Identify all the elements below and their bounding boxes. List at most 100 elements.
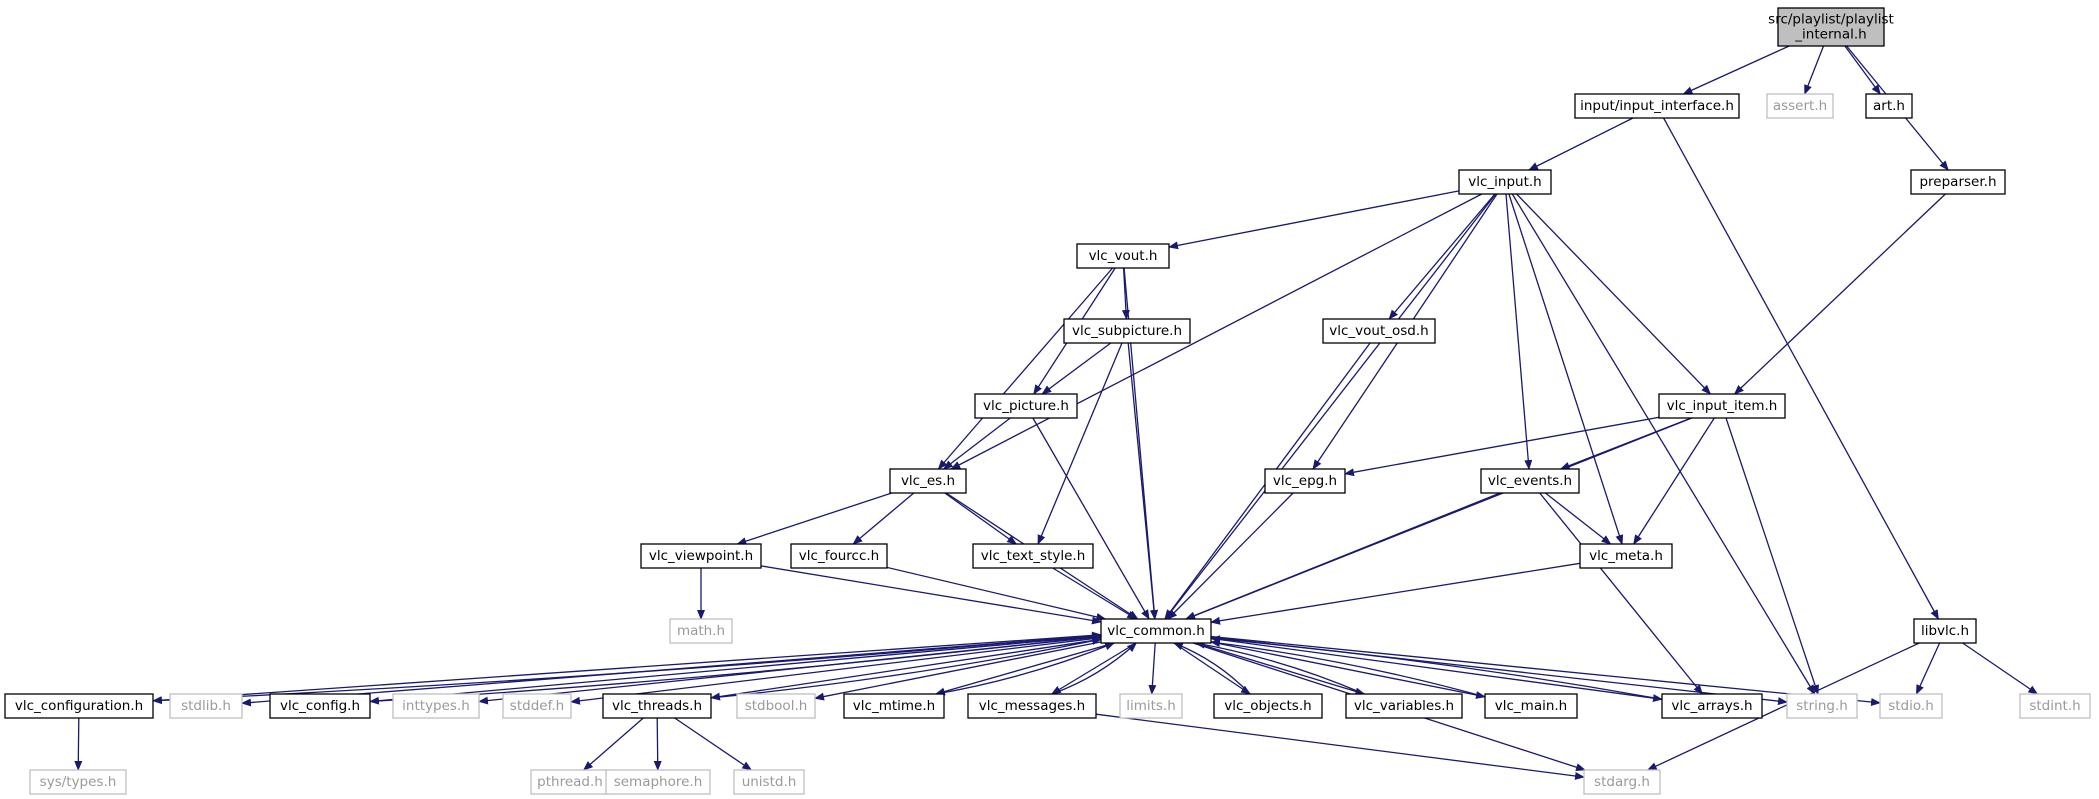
node-label: vlc_es.h bbox=[901, 473, 955, 489]
edge-input_interface-to-vlc_input bbox=[1528, 117, 1634, 171]
node-vlc-meta[interactable]: vlc_meta.h bbox=[1579, 543, 1673, 569]
node-vlc-main[interactable]: vlc_main.h bbox=[1484, 693, 1578, 719]
edge-vlc_threads-to-unistd bbox=[674, 717, 753, 771]
edge-vlc_common-to-vlc_main bbox=[1210, 641, 1486, 699]
node-vlc-configuration[interactable]: vlc_configuration.h bbox=[4, 693, 154, 719]
edge-vlc_input_item-to-vlc_epg bbox=[1344, 416, 1660, 477]
node-label: vlc_main.h bbox=[1495, 698, 1568, 714]
node-vlc-events[interactable]: vlc_events.h bbox=[1480, 468, 1580, 494]
node-label: vlc_arrays.h bbox=[1671, 698, 1752, 714]
edge-vlc_input-to-vlc_meta bbox=[1508, 193, 1624, 545]
node-label: vlc_input.h bbox=[1468, 174, 1542, 190]
node-label: pthread.h bbox=[537, 774, 603, 790]
node-vlc-epg[interactable]: vlc_epg.h bbox=[1264, 468, 1346, 494]
node-label: vlc_input_item.h bbox=[1667, 398, 1778, 414]
edge-vlc_messages-to-stdarg bbox=[1095, 713, 1585, 780]
edge-vlc_input_item-to-vlc_meta bbox=[1633, 417, 1715, 545]
edge-vlc_input-to-vlc_common bbox=[1164, 193, 1497, 620]
node-vlc-config[interactable]: vlc_config.h bbox=[269, 693, 371, 719]
edge-input_interface-to-libvlc bbox=[1663, 117, 1939, 620]
node-sys-types: sys/types.h bbox=[29, 769, 127, 795]
edge-vlc_events-to-vlc_common bbox=[1184, 492, 1501, 620]
edge-vlc_mtime-to-vlc_common bbox=[935, 642, 1116, 695]
node-label: vlc_configuration.h bbox=[15, 698, 143, 714]
node-preparser[interactable]: preparser.h bbox=[1910, 169, 2006, 195]
node-label: vlc_fourcc.h bbox=[799, 548, 879, 564]
edge-vlc_picture-to-vlc_es bbox=[942, 417, 1011, 470]
node-stddef: stddef.h bbox=[502, 693, 572, 719]
edge-libvlc-to-stdarg bbox=[1646, 642, 1920, 771]
node-pthread: pthread.h bbox=[530, 769, 610, 795]
edge-vlc_text_style-to-vlc_common bbox=[1052, 567, 1138, 620]
node-stdlib: stdlib.h bbox=[169, 693, 243, 719]
node-vlc-threads[interactable]: vlc_threads.h bbox=[602, 693, 712, 719]
node-vlc-vout[interactable]: vlc_vout.h bbox=[1076, 243, 1170, 269]
node-label: limits.h bbox=[1126, 698, 1176, 714]
node-input-interface[interactable]: input/input_interface.h bbox=[1574, 93, 1740, 119]
node-label: _internal.h bbox=[1794, 27, 1866, 43]
edge-vlc_common-to-vlc_configuration bbox=[152, 634, 1102, 705]
node-root[interactable]: src/playlist/playlist_internal.h bbox=[1768, 7, 1894, 47]
edge-root-to-assert bbox=[1804, 45, 1825, 95]
edge-vlc_threads-to-semaphore bbox=[653, 717, 662, 771]
edge-vlc_subpicture-to-vlc_common bbox=[1127, 342, 1158, 620]
node-stdio: stdio.h bbox=[1879, 693, 1943, 719]
node-label: unistd.h bbox=[742, 774, 797, 790]
node-assert: assert.h bbox=[1766, 93, 1834, 119]
node-vlc-viewpoint[interactable]: vlc_viewpoint.h bbox=[640, 543, 762, 569]
edge-vlc_common-to-vlc_variables bbox=[1195, 642, 1366, 696]
node-label: stddef.h bbox=[510, 698, 564, 714]
node-vlc-subpicture[interactable]: vlc_subpicture.h bbox=[1063, 318, 1191, 344]
edge-vlc_input-to-vlc_vout bbox=[1168, 190, 1460, 250]
node-label: stdint.h bbox=[2029, 698, 2080, 714]
edge-vlc_epg-to-vlc_common bbox=[1167, 492, 1294, 620]
node-stdint: stdint.h bbox=[2019, 693, 2091, 719]
edge-vlc_objects-to-vlc_common bbox=[1172, 642, 1251, 695]
edge-vlc_input_item-to-string bbox=[1725, 417, 1819, 695]
node-label: vlc_vout.h bbox=[1089, 248, 1158, 264]
node-math: math.h bbox=[669, 618, 733, 644]
node-label: stdlib.h bbox=[181, 698, 231, 714]
edge-root-to-input_interface bbox=[1682, 45, 1790, 95]
edge-vlc_common-to-stddef bbox=[570, 637, 1102, 705]
node-vlc-input[interactable]: vlc_input.h bbox=[1458, 169, 1552, 195]
node-label: vlc_subpicture.h bbox=[1072, 323, 1182, 339]
node-vlc-common[interactable]: vlc_common.h bbox=[1100, 618, 1212, 644]
node-stdarg: stdarg.h bbox=[1583, 769, 1661, 795]
edge-vlc_common-to-vlc_arrays bbox=[1210, 637, 1663, 703]
node-limits: limits.h bbox=[1119, 693, 1183, 719]
node-vlc-arrays[interactable]: vlc_arrays.h bbox=[1661, 693, 1763, 719]
node-label: vlc_mtime.h bbox=[853, 698, 935, 714]
node-vlc-fourcc[interactable]: vlc_fourcc.h bbox=[790, 543, 888, 569]
edge-vlc_common-to-vlc_mtime bbox=[934, 642, 1115, 696]
node-libvlc[interactable]: libvlc.h bbox=[1913, 618, 1977, 644]
edge-vlc_common-to-stdbool bbox=[814, 641, 1102, 701]
node-vlc-picture[interactable]: vlc_picture.h bbox=[974, 393, 1078, 419]
node-label: art.h bbox=[1873, 98, 1905, 114]
node-vlc-input-item[interactable]: vlc_input_item.h bbox=[1658, 393, 1786, 419]
node-vlc-objects[interactable]: vlc_objects.h bbox=[1213, 693, 1323, 719]
node-vlc-mtime[interactable]: vlc_mtime.h bbox=[843, 693, 945, 719]
node-vlc-es[interactable]: vlc_es.h bbox=[889, 468, 967, 494]
node-label: inttypes.h bbox=[402, 698, 470, 714]
node-vlc-text-style[interactable]: vlc_text_style.h bbox=[972, 543, 1094, 569]
node-art[interactable]: art.h bbox=[1865, 93, 1913, 119]
node-label: vlc_text_style.h bbox=[981, 548, 1086, 564]
node-vlc-variables[interactable]: vlc_variables.h bbox=[1345, 693, 1463, 719]
edge-vlc_es-to-vlc_fourcc bbox=[852, 492, 915, 545]
edge-vlc_es-to-vlc_viewpoint bbox=[736, 492, 892, 545]
node-label: vlc_objects.h bbox=[1224, 698, 1311, 714]
node-vlc-messages[interactable]: vlc_messages.h bbox=[967, 693, 1097, 719]
node-vlc-vout-osd[interactable]: vlc_vout_osd.h bbox=[1322, 318, 1436, 344]
node-layer: src/playlist/playlist_internal.h input/in… bbox=[4, 7, 2091, 795]
edge-vlc_configuration-to-sys_types bbox=[74, 717, 83, 771]
node-label: vlc_meta.h bbox=[1589, 548, 1663, 564]
edge-vlc_input-to-string bbox=[1511, 193, 1816, 695]
node-label: sys/types.h bbox=[40, 774, 117, 790]
edge-vlc_es-to-vlc_text_style bbox=[944, 492, 1018, 545]
edge-vlc_common-to-stdio bbox=[1210, 635, 1881, 706]
edge-vlc_common-to-limits bbox=[1148, 642, 1157, 695]
node-label: preparser.h bbox=[1919, 174, 1996, 190]
node-label: stdbool.h bbox=[745, 698, 808, 714]
node-label: vlc_vout_osd.h bbox=[1329, 323, 1428, 339]
